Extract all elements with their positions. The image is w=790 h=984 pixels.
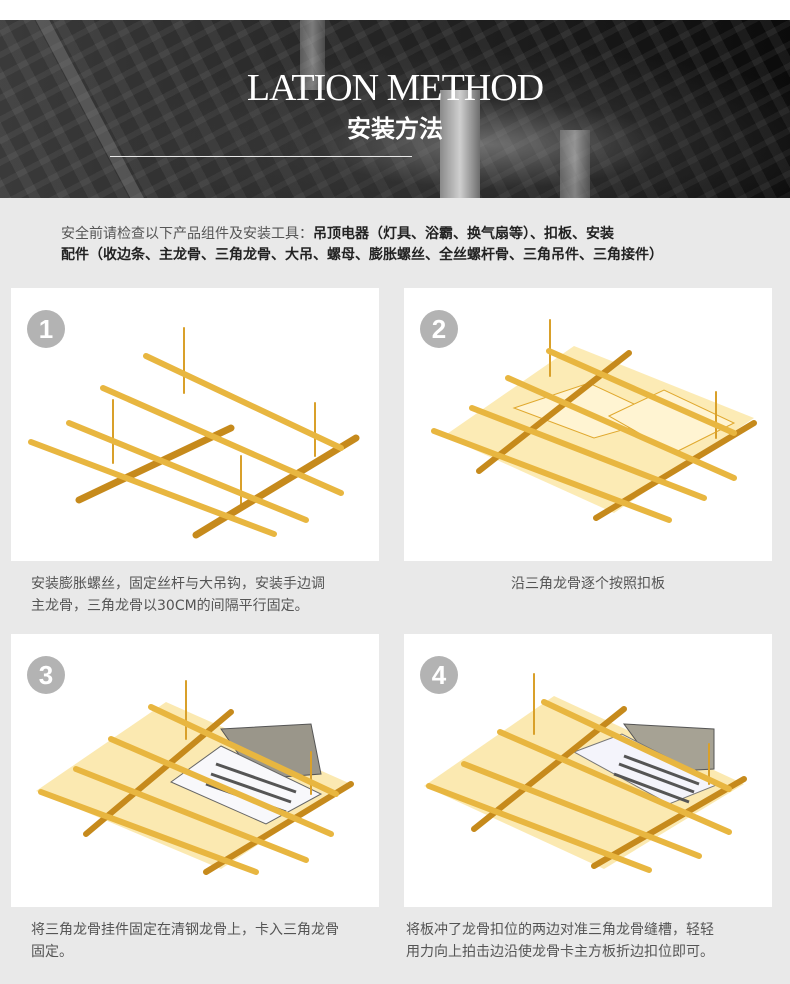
ceiling-panels-illustration (431, 319, 757, 523)
step-3-illustration: 3 (11, 634, 379, 907)
step-4-illustration: 4 (404, 634, 772, 907)
intro-line1-normal: 安全前请检查以下产品组件及安装工具： (61, 226, 313, 242)
step-card-1: 1 安装膨胀螺丝，固定丝杆与大吊钩，安装手边调 主龙骨，三角龙骨以30CM的间隔… (11, 288, 379, 628)
step-4-caption: 将板冲了龙骨扣位的两边对准三角龙骨缝槽，轻轻 用力向上拍击边沿使龙骨卡主方板折边… (406, 919, 772, 963)
step-2-caption: 沿三角龙骨逐个按照扣板 (404, 573, 772, 595)
banner-building (560, 130, 590, 198)
instructions-section: 安全前请检查以下产品组件及安装工具：吊顶电器（灯具、浴霸、换气扇等）、扣板、安装… (0, 198, 790, 984)
step-1-caption: 安装膨胀螺丝，固定丝杆与大吊钩，安装手边调 主龙骨，三角龙骨以30CM的间隔平行… (31, 573, 371, 617)
ceiling-frame-illustration (28, 327, 360, 539)
banner-city-road (34, 20, 168, 198)
ceiling-finished-illustration (424, 673, 747, 873)
step-2-illustration: 2 (404, 288, 772, 561)
caption-line: 将三角龙骨挂件固定在清钢龙骨上，卡入三角龙骨 (31, 922, 339, 938)
step-card-4: 4 将板冲了龙骨扣位的两边对准三角龙骨缝槽，轻轻 用力向上拍击边沿使龙骨卡主方板… (404, 634, 772, 982)
banner-building (440, 90, 480, 198)
step-card-3: 3 将三角龙骨挂件固定在清钢龙骨上，卡入三角龙骨 固定。 (11, 634, 379, 982)
banner-building (300, 20, 325, 90)
intro-text: 安全前请检查以下产品组件及安装工具：吊顶电器（灯具、浴霸、换气扇等）、扣板、安装… (61, 224, 781, 266)
caption-line: 沿三角龙骨逐个按照扣板 (511, 576, 665, 592)
caption-line: 固定。 (31, 944, 73, 960)
intro-line1-bold: 吊顶电器（灯具、浴霸、换气扇等）、扣板、安装 (313, 226, 614, 242)
intro-line2: 配件（收边条、主龙骨、三角龙骨、大吊、螺母、膨胀螺丝、全丝螺杆骨、三角吊件、三角… (61, 247, 663, 263)
step-number-badge: 1 (27, 310, 65, 348)
banner-divider (110, 156, 412, 157)
ceiling-appliance-illustration (36, 680, 354, 875)
caption-line: 将板冲了龙骨扣位的两边对准三角龙骨缝槽，轻轻 (406, 922, 714, 938)
caption-line: 主龙骨，三角龙骨以30CM的间隔平行固定。 (31, 598, 309, 614)
caption-line: 用力向上拍击边沿使龙骨卡主方板折边扣位即可。 (406, 944, 714, 960)
step-3-caption: 将三角龙骨挂件固定在清钢龙骨上，卡入三角龙骨 固定。 (31, 919, 376, 963)
caption-line: 安装膨胀螺丝，固定丝杆与大吊钩，安装手边调 (31, 576, 325, 592)
step-card-2: 2 沿三角龙骨逐个按照扣板 (404, 288, 772, 628)
header-banner: LATION METHOD 安装方法 (0, 20, 790, 198)
banner-title: LATION METHOD (246, 67, 544, 109)
banner-subtitle: 安装方法 (347, 115, 443, 143)
step-number-badge: 3 (27, 656, 65, 694)
step-number-badge: 2 (420, 310, 458, 348)
step-number-badge: 4 (420, 656, 458, 694)
step-1-illustration: 1 (11, 288, 379, 561)
